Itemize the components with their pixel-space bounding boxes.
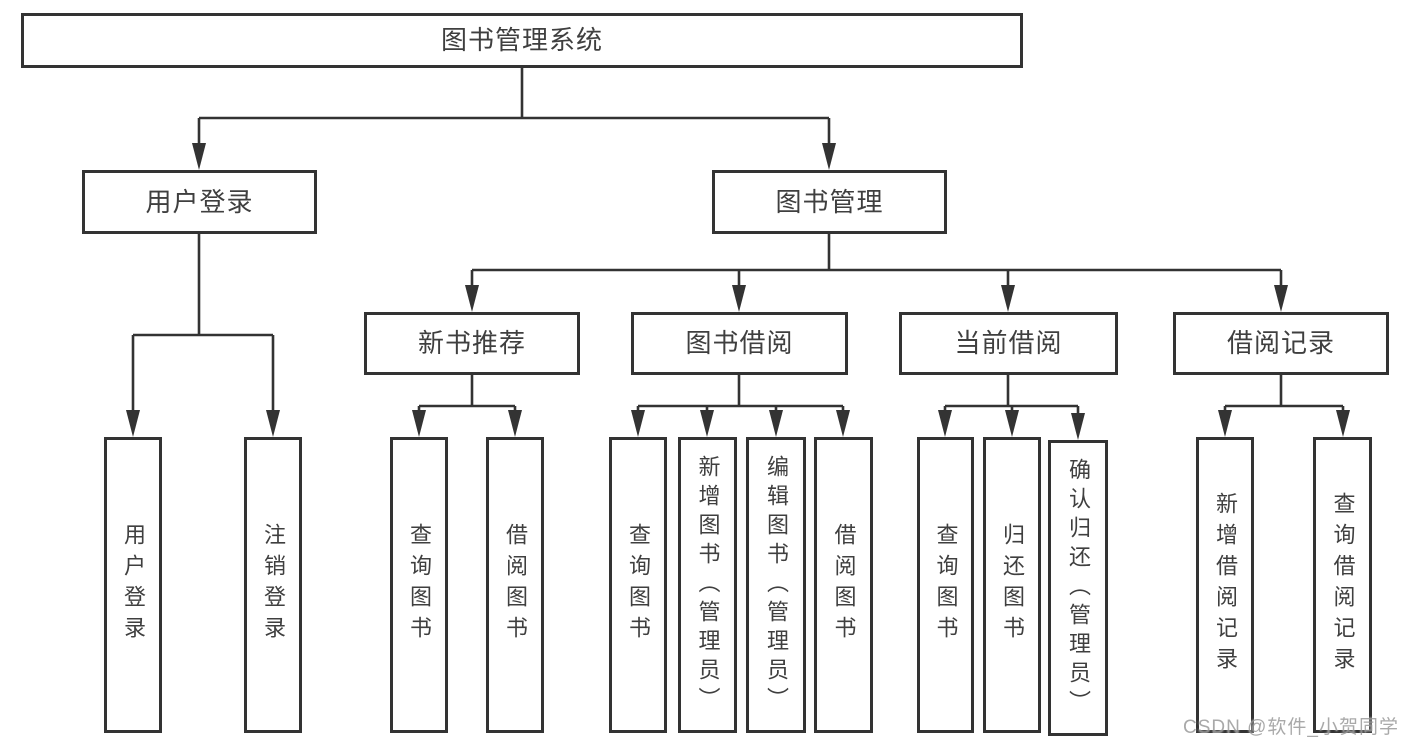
- node-user-login: 用户登录: [82, 170, 317, 234]
- csdn-watermark: CSDN @软件_小贺同学: [1183, 717, 1399, 738]
- leaf-return-book: 归还图书: [983, 437, 1041, 733]
- leaf-query-books-current: 查询图书: [917, 437, 974, 733]
- connector-userlogin-to-leaves: [126, 234, 280, 437]
- leaf-query-books-borrow: 查询图书: [609, 437, 667, 733]
- leaf-query-borrow-record: 查询借阅记录: [1313, 437, 1372, 733]
- leaf-query-books-recommend: 查询图书: [390, 437, 448, 733]
- connector-bookborrow-to-leaves: [631, 375, 850, 437]
- leaf-confirm-return-admin: 确认归还（管理员）: [1048, 440, 1108, 736]
- leaf-borrow-books-recommend: 借阅图书: [486, 437, 544, 733]
- connector-borrowrecords-to-leaves: [1218, 375, 1350, 437]
- node-current-borrow: 当前借阅: [899, 312, 1118, 375]
- leaf-borrow-books-borrow: 借阅图书: [814, 437, 873, 733]
- connector-root-to-level2: [192, 68, 836, 170]
- connector-newbook-to-leaves: [412, 375, 522, 437]
- node-borrow-records: 借阅记录: [1173, 312, 1389, 375]
- node-root: 图书管理系统: [21, 13, 1023, 68]
- leaf-edit-book-admin: 编辑图书（管理员）: [746, 437, 806, 733]
- leaf-user-login: 用户登录: [104, 437, 162, 733]
- leaf-add-borrow-record: 新增借阅记录: [1196, 437, 1254, 733]
- connector-bookmgmt-to-level3: [465, 234, 1288, 312]
- node-book-borrow: 图书借阅: [631, 312, 848, 375]
- leaf-logout: 注销登录: [244, 437, 302, 733]
- connector-currentborrow-to-leaves: [938, 375, 1085, 440]
- node-book-management: 图书管理: [712, 170, 947, 234]
- leaf-add-book-admin: 新增图书（管理员）: [678, 437, 737, 733]
- node-new-book-recommend: 新书推荐: [364, 312, 580, 375]
